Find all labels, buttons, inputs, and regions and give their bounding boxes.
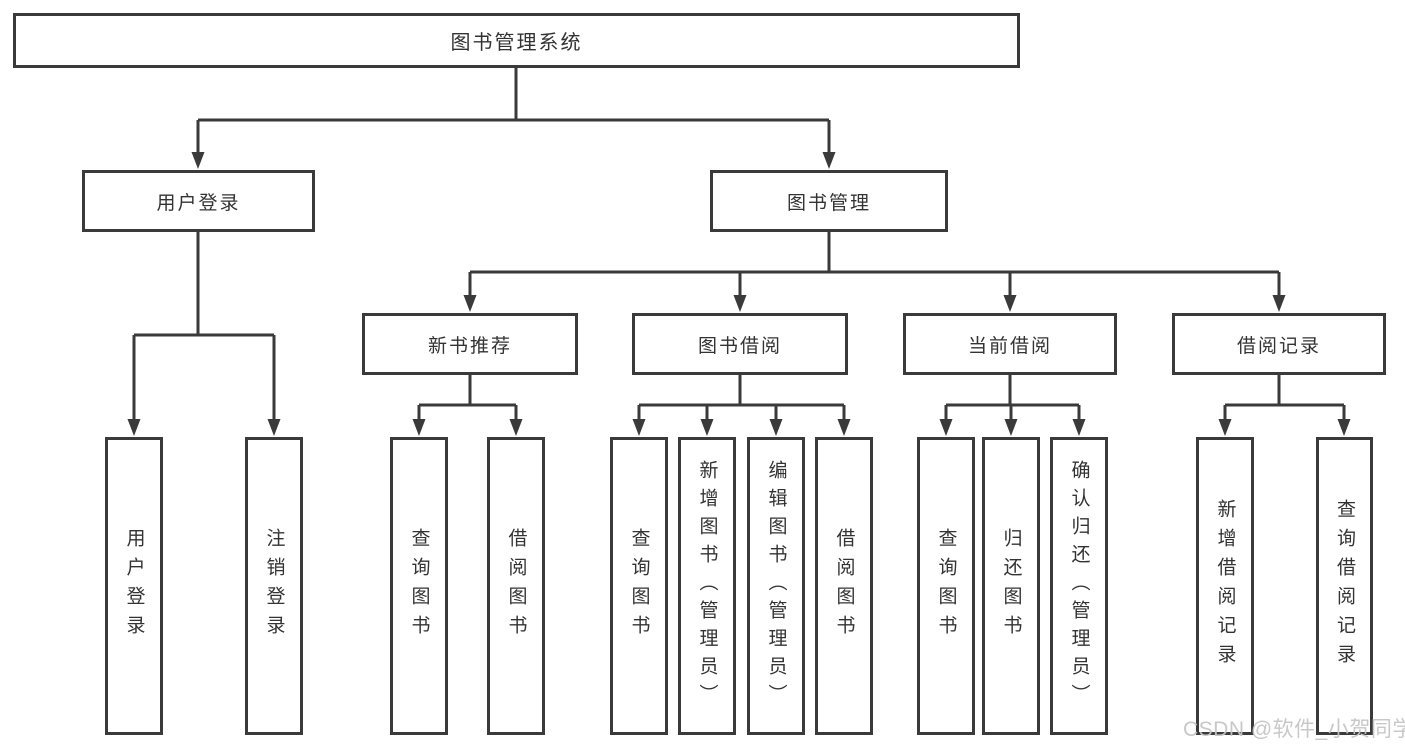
leaf-query-books-recommend: 查询图书: [390, 437, 448, 735]
leaf-edit-book-admin: 编辑图书（管理员）: [747, 437, 805, 735]
csdn-watermark: CSDN @软件_小贺同学: [1183, 718, 1405, 741]
leaf-add-borrow-record: 新增借阅记录: [1196, 437, 1254, 735]
leaf-borrow-books-recommend: 借阅图书: [487, 437, 545, 735]
leaf-logout: 注销登录: [245, 437, 303, 735]
leaf-borrow-books: 借阅图书: [815, 437, 873, 735]
node-new-book-recommend: 新书推荐: [362, 313, 578, 375]
leaf-confirm-return-admin: 确认归还（管理员）: [1050, 437, 1108, 735]
node-current-borrow: 当前借阅: [903, 313, 1117, 375]
leaf-add-book-admin: 新增图书（管理员）: [678, 437, 736, 735]
leaf-query-books-borrow: 查询图书: [610, 437, 668, 735]
leaf-user-login: 用户登录: [105, 437, 163, 735]
node-book-management-branch: 图书管理: [710, 170, 948, 232]
leaf-query-books-current: 查询图书: [917, 437, 975, 735]
node-user-login-branch: 用户登录: [82, 170, 315, 232]
node-borrow-records: 借阅记录: [1172, 313, 1386, 375]
leaf-query-borrow-record: 查询借阅记录: [1316, 437, 1373, 735]
node-book-borrow: 图书借阅: [632, 313, 848, 375]
node-library-management-system: 图书管理系统: [13, 13, 1020, 68]
leaf-return-book: 归还图书: [982, 437, 1040, 735]
